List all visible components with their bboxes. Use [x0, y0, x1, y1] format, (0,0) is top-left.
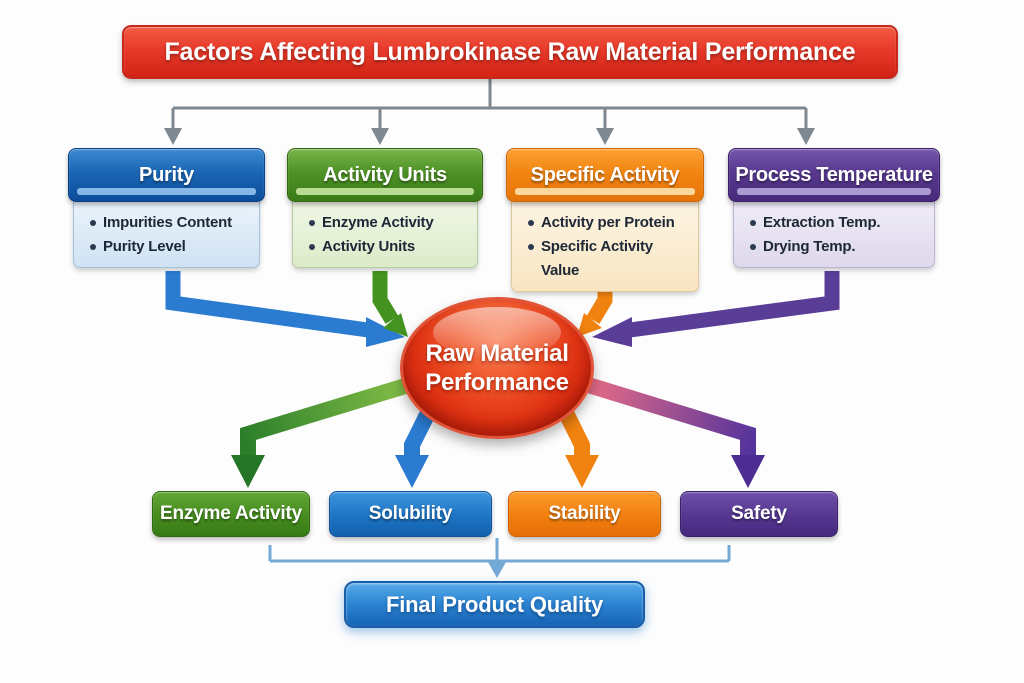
header-stripe: [77, 188, 256, 195]
factor-item: Drying Temp.: [750, 235, 928, 259]
arrow-down-icon: [797, 128, 815, 145]
factor-items-activity-units: Enzyme Activity Activity Units: [292, 202, 478, 268]
arrow-left-icon: [592, 317, 632, 347]
factor-box-specific-activity: Specific Activity Activity per Protein S…: [506, 148, 704, 292]
header-stripe: [737, 188, 931, 195]
factor-box-process-temperature: Process Temperature Extraction Temp. Dry…: [728, 148, 940, 268]
center-to-solubility-arrow: [395, 407, 437, 488]
factor-box-purity: Purity Impurities Content Purity Level: [68, 148, 265, 268]
factor-box-activity-units: Activity Units Enzyme Activity Activity …: [287, 148, 483, 268]
arrow-right-icon: [366, 317, 405, 347]
factor-header-purity: Purity: [68, 148, 265, 202]
arrow-down-icon: [395, 455, 429, 488]
center-node-line2: Performance: [425, 369, 569, 396]
arrow-down-icon: [565, 455, 599, 488]
diagram-title: Factors Affecting Lumbrokinase Raw Mater…: [122, 25, 898, 79]
factor-items-specific-activity: Activity per Protein Specific Activity V…: [511, 202, 699, 292]
factor-item: Impurities Content: [90, 211, 253, 235]
title-to-factors-connector: [164, 79, 815, 145]
header-stripe: [296, 188, 474, 195]
factor-label: Activity Units: [323, 163, 447, 186]
arrow-down-icon: [371, 128, 389, 145]
arrow-down-icon: [231, 455, 265, 488]
factor-items-purity: Impurities Content Purity Level: [73, 202, 260, 268]
purity-to-center-arrow: [165, 271, 405, 347]
arrow-down-icon: [164, 128, 182, 145]
center-to-enzyme-activity-arrow: [231, 372, 428, 488]
factor-header-process-temperature: Process Temperature: [728, 148, 940, 202]
center-to-safety-arrow: [569, 372, 765, 488]
factor-header-specific-activity: Specific Activity: [506, 148, 704, 202]
arrow-down-icon: [488, 562, 506, 578]
outcome-box-stability: Stability: [508, 491, 661, 537]
arrow-down-right-icon: [383, 313, 408, 337]
factor-item: Activity per Protein: [528, 211, 692, 235]
center-node-raw-material-performance: Raw Material Performance: [400, 297, 594, 439]
process-temp-to-center-arrow: [592, 271, 840, 347]
arrow-down-icon: [596, 128, 614, 145]
factor-item: Purity Level: [90, 235, 253, 259]
outcome-box-enzyme-activity: Enzyme Activity: [152, 491, 310, 537]
center-node-line1: Raw Material: [425, 340, 569, 367]
final-product-quality-box: Final Product Quality: [344, 581, 645, 628]
factor-item: Activity Units: [309, 235, 471, 259]
header-stripe: [515, 188, 695, 195]
outcome-box-safety: Safety: [680, 491, 838, 537]
factor-label: Specific Activity: [530, 163, 680, 186]
center-to-stability-arrow: [557, 407, 599, 488]
factor-label: Purity: [139, 163, 194, 186]
arrow-down-icon: [731, 455, 765, 488]
factor-label: Process Temperature: [735, 163, 933, 186]
factor-item: Specific Activity Value: [528, 235, 692, 283]
outcome-box-solubility: Solubility: [329, 491, 492, 537]
outcomes-to-final-bracket: [268, 538, 731, 578]
arrow-down-left-icon: [577, 313, 602, 337]
factor-item: Enzyme Activity: [309, 211, 471, 235]
factor-items-process-temperature: Extraction Temp. Drying Temp.: [733, 202, 935, 268]
factor-header-activity-units: Activity Units: [287, 148, 483, 202]
factor-item: Extraction Temp.: [750, 211, 928, 235]
activity-units-to-center-arrow: [372, 271, 408, 337]
